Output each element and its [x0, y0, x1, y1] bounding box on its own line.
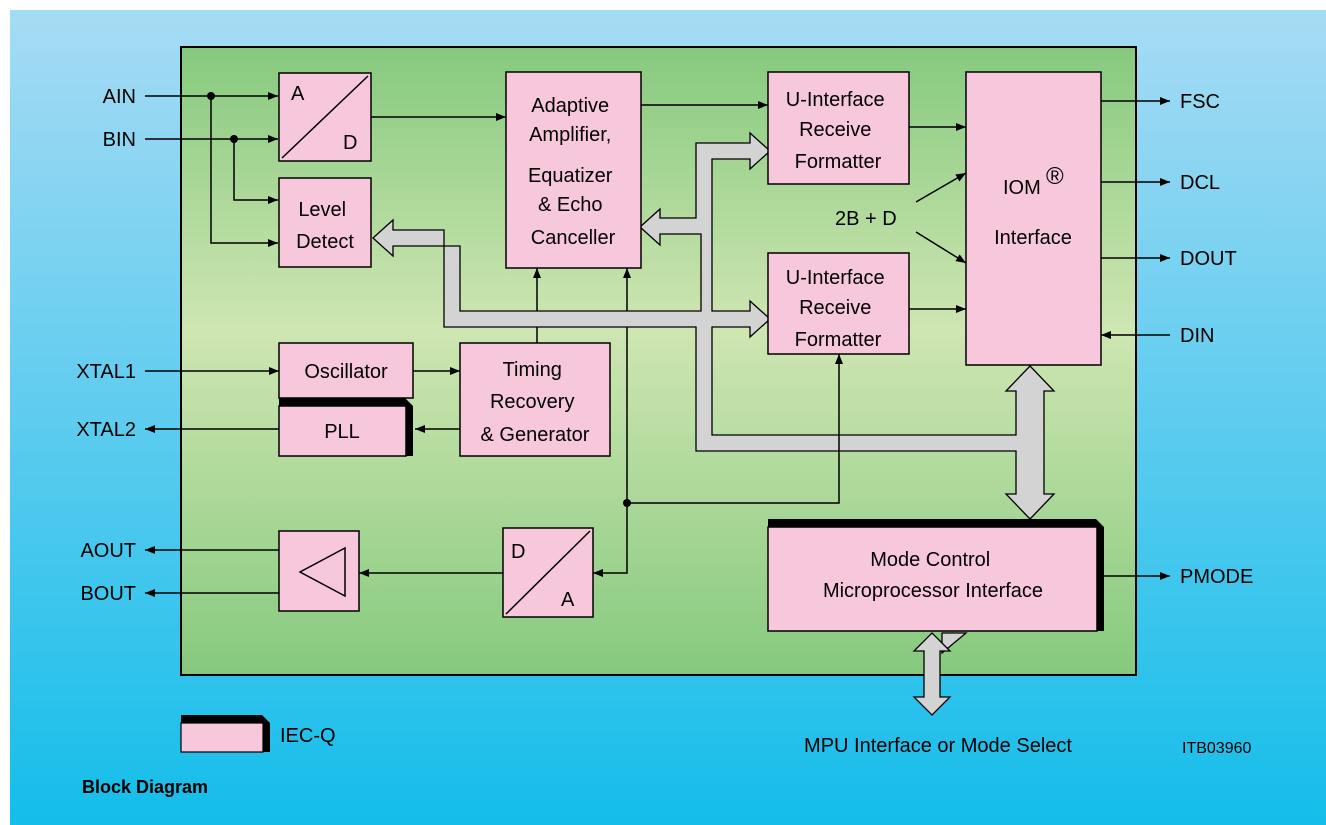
legend-label: IEC-Q [280, 725, 336, 747]
amplifier-block [278, 530, 360, 612]
formatter-bottom-label: U-Interface Receive Formatter [786, 267, 891, 351]
oscillator-block [278, 342, 414, 399]
data-bus [372, 131, 1056, 655]
pin-pmode: PMODE [1180, 566, 1253, 588]
caption: Block Diagram [82, 777, 208, 797]
echo-canceller-block [505, 71, 642, 269]
adc-label-a: A [291, 83, 305, 105]
timing-label: Timing Recovery & Generator [481, 359, 590, 446]
legend-box [180, 722, 264, 753]
mode-control-label: Mode Control Microprocessor Interface [823, 549, 1043, 602]
formatter-top-block [767, 71, 910, 185]
echo-canceller-label: Adaptive Amplifier, Equatizer & Echo Can… [528, 95, 618, 249]
dac-label-a: A [561, 589, 575, 611]
pin-ain: AIN [103, 86, 136, 108]
level-detect-block [278, 177, 372, 268]
oscillator-label: Oscillator [304, 361, 388, 383]
two-b-d-label: 2B + D [835, 208, 897, 230]
signal-lines [145, 92, 1170, 597]
iom-interface-label: Interface [994, 227, 1072, 249]
mpu-bus-arrow [912, 632, 952, 716]
pin-bout: BOUT [80, 583, 136, 605]
formatter-top-label: U-Interface Receive Formatter [786, 89, 891, 173]
formatter-bottom-block [767, 252, 910, 355]
pin-fsc: FSC [1180, 91, 1220, 113]
pin-xtal1: XTAL1 [76, 361, 136, 383]
mpu-label: MPU Interface or Mode Select [804, 735, 1072, 757]
pin-din: DIN [1180, 325, 1214, 347]
iom-registered-mark: ® [1046, 163, 1064, 190]
pll-label: PLL [324, 421, 360, 443]
pin-dout: DOUT [1180, 248, 1237, 270]
pll-block [278, 405, 407, 457]
pin-aout: AOUT [80, 540, 136, 562]
iom-label: IOM [1003, 177, 1041, 199]
adc-label-d: D [343, 132, 357, 154]
junction-dots [207, 92, 631, 507]
level-detect-label: Level Detect [296, 199, 354, 253]
pin-xtal2: XTAL2 [76, 419, 136, 441]
timing-block [459, 342, 611, 457]
dac-label-d: D [511, 541, 525, 563]
pin-dcl: DCL [1180, 172, 1220, 194]
mode-control-block [767, 526, 1098, 632]
iom-block [965, 71, 1102, 366]
reference-code: ITB03960 [1182, 740, 1251, 757]
pin-bin: BIN [103, 129, 136, 151]
